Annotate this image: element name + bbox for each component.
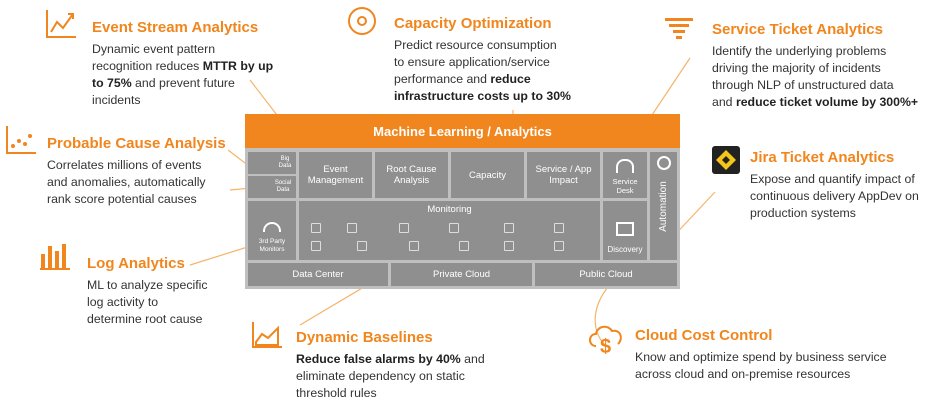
architecture-diagram: Machine Learning / Analytics Big Data So… xyxy=(245,114,680,289)
bar-chart-icon xyxy=(40,242,70,270)
target-icon xyxy=(347,6,377,36)
feature-cloud-cost: Cloud Cost Control Know and optimize spe… xyxy=(635,327,930,383)
feature-description: Dynamic event pattern recognition reduce… xyxy=(92,42,274,107)
feature-title: Jira Ticket Analytics xyxy=(750,149,895,166)
feature-event-stream: Event Stream Analytics Dynamic event pat… xyxy=(92,19,302,109)
big-data-box: Big Data xyxy=(248,152,296,174)
discovery-box: Discovery xyxy=(603,201,647,260)
feature-probable-cause: Probable Cause Analysis Correlates milli… xyxy=(47,135,247,208)
feature-description: Know and optimize spend by business serv… xyxy=(635,350,887,381)
scatter-chart-icon xyxy=(4,124,38,156)
feature-description: Predict resource consumption to ensure a… xyxy=(394,38,571,103)
cloud-dollar-icon: $ xyxy=(586,320,626,358)
network-icon xyxy=(616,222,634,236)
public-cloud-box: Public Cloud xyxy=(535,263,677,286)
feature-service-ticket: Service Ticket Analytics Identify the un… xyxy=(712,21,932,111)
private-cloud-box: Private Cloud xyxy=(391,263,532,286)
feature-title: Capacity Optimization xyxy=(394,15,552,32)
feature-capacity-optimization: Capacity Optimization Predict resource c… xyxy=(394,15,594,105)
feature-description: Reduce false alarms by 40% and eliminate… xyxy=(296,352,485,400)
social-data-box: Social Data xyxy=(248,176,296,198)
feature-title: Log Analytics xyxy=(87,255,185,272)
area-chart-icon xyxy=(250,320,284,350)
capacity-box: Capacity xyxy=(451,152,524,198)
trend-chart-icon xyxy=(44,8,78,40)
gear-icon xyxy=(657,156,671,170)
svg-text:$: $ xyxy=(600,336,611,354)
gauge-icon xyxy=(263,222,281,232)
feature-description: Expose and quantify impact of continuous… xyxy=(750,172,919,220)
feature-title: Event Stream Analytics xyxy=(92,19,259,36)
data-center-box: Data Center xyxy=(248,263,388,286)
automation-box: Automation xyxy=(650,152,677,260)
feature-description: Correlates millions of events and anomal… xyxy=(47,158,206,206)
feature-log-analytics: Log Analytics ML to analyze specific log… xyxy=(87,255,247,328)
monitoring-box: Monitoring xyxy=(299,201,600,260)
ml-analytics-bar: Machine Learning / Analytics xyxy=(245,114,680,148)
feature-description: Identify the underlying problems driving… xyxy=(712,44,919,109)
feature-title: Cloud Cost Control xyxy=(635,327,773,344)
feature-title: Probable Cause Analysis xyxy=(47,135,226,152)
headset-icon xyxy=(616,159,634,173)
feature-title: Dynamic Baselines xyxy=(296,329,433,346)
funnel-icon xyxy=(665,18,695,44)
feature-description: ML to analyze specific log activity to d… xyxy=(87,278,208,326)
feature-jira: Jira Ticket Analytics Expose and quantif… xyxy=(750,149,934,222)
jira-icon xyxy=(712,146,740,174)
feature-dynamic-baselines: Dynamic Baselines Reduce false alarms by… xyxy=(296,329,516,402)
feature-title: Service Ticket Analytics xyxy=(712,21,883,38)
